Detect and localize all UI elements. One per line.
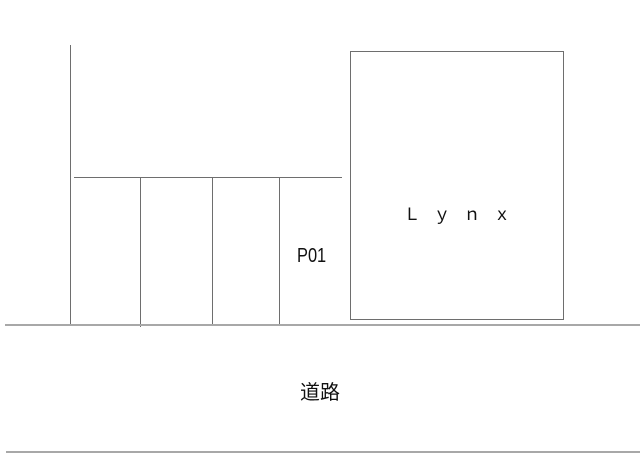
left-boundary-line — [70, 45, 71, 325]
parking-divider-2 — [212, 178, 213, 325]
road-bottom-edge — [6, 451, 640, 453]
building-label: Ｌｙｎｘ — [403, 205, 524, 225]
road-label: 道路 — [300, 380, 340, 404]
parking-top-line — [74, 177, 342, 178]
parking-divider-3 — [279, 178, 280, 325]
building-lynx: Ｌｙｎｘ — [350, 51, 564, 320]
parking-space-p01-label: P01 — [297, 245, 327, 267]
road-top-edge — [5, 324, 640, 326]
parking-divider-1 — [140, 178, 141, 327]
